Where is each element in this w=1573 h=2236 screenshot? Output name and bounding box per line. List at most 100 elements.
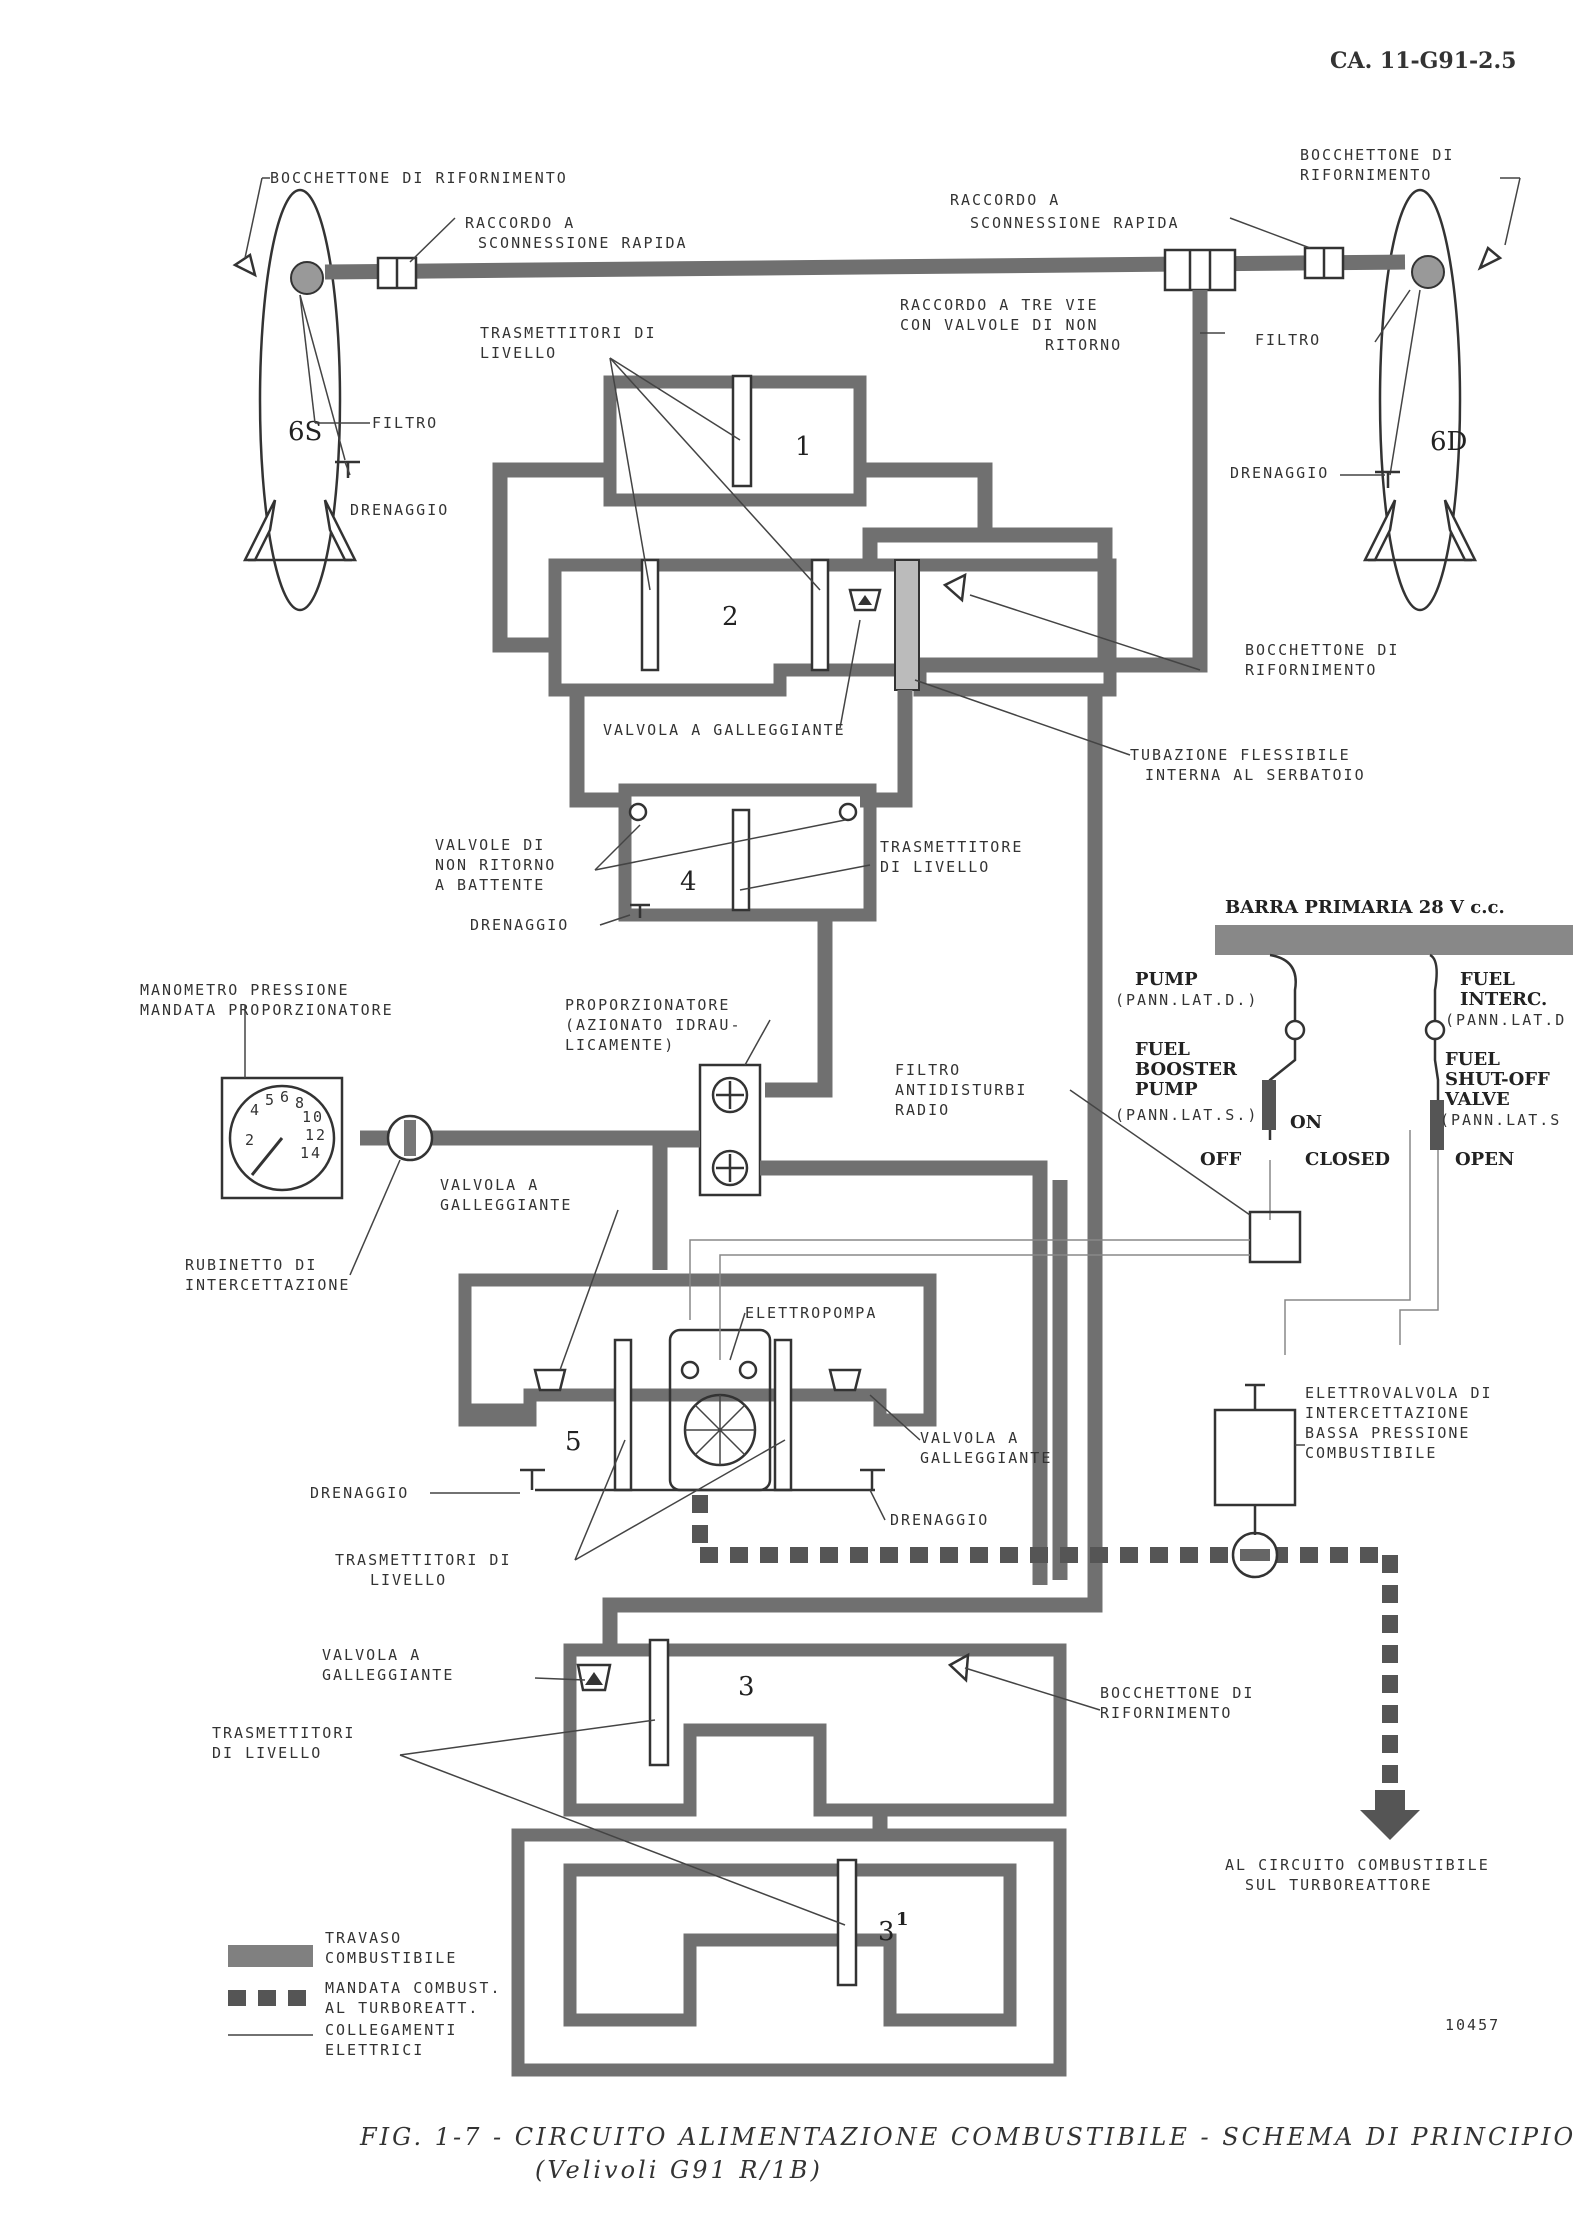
label-gauge-1: MANOMETRO PRESSIONE [140, 981, 350, 999]
label-three-way-3: RITORNO [1045, 336, 1122, 354]
label-shutoff-4: (PANN.LAT.S [1440, 1111, 1561, 1129]
booster-pump-switch[interactable] [1262, 1080, 1276, 1130]
drawing-number: 10457 [1445, 2016, 1500, 2034]
label-transmitters-t3-1: TRASMETTITORI [212, 1724, 355, 1742]
label-check-valves-2: NON RITORNO [435, 856, 556, 874]
three-way-fitting-icon [1163, 248, 1237, 292]
tank-3-label: 3 [738, 1672, 755, 1702]
leader-lines [244, 177, 1521, 1926]
figure-subcaption: (Velivoli G91 R/1B) [535, 2156, 823, 2184]
document-reference: CA. 11-G91-2.5 [1330, 48, 1516, 74]
label-shutoff-cock-1: RUBINETTO DI [185, 1256, 317, 1274]
proportioner [698, 1063, 762, 1197]
label-transmitter-t4-1: TRASMETTITORE [880, 838, 1023, 856]
label-off: OFF [1200, 1149, 1241, 1170]
label-closed: CLOSED [1305, 1149, 1390, 1170]
legend-transfer-1: TRAVASO [325, 1929, 402, 1947]
label-solenoid-3: BASSA PRESSIONE [1305, 1424, 1470, 1442]
radio-filter-box [1248, 1210, 1302, 1264]
label-float-valve-t2: VALVOLA A GALLEGGIANTE [603, 721, 846, 739]
interc-breaker-icon [1424, 1019, 1446, 1041]
label-filler-right-1: BOCCHETTONE DI [1300, 146, 1454, 164]
label-booster-2: BOOSTER [1135, 1059, 1238, 1080]
gauge-tick-6: 6 [280, 1088, 291, 1106]
label-check-valves-3: A BATTENTE [435, 876, 545, 894]
label-filler-left: BOCCHETTONE DI RIFORNIMENTO [270, 169, 568, 187]
tank-1: 1 [603, 374, 867, 507]
label-float-valve-t3-1: VALVOLA A [322, 1646, 421, 1664]
label-qd-right-2: SCONNESSIONE RAPIDA [970, 214, 1180, 232]
legend-delivery-1: MANDATA COMBUST. [325, 1979, 502, 1997]
shutoff-valve-switch[interactable] [1430, 1100, 1444, 1150]
legend: TRAVASO COMBUSTIBILE MANDATA COMBUST. AL… [228, 1929, 502, 2059]
label-float-valve-t5-left-1: VALVOLA A [440, 1176, 539, 1194]
figure-caption: FIG. 1-7 - CIRCUITO ALIMENTAZIONE COMBUS… [359, 2123, 1573, 2151]
label-proportioner-3: LICAMENTE) [565, 1036, 675, 1054]
tank-2-filler-cap-icon [942, 572, 967, 603]
gauge-tick-5: 5 [265, 1091, 276, 1109]
electrical-labels: PUMP (PANN.LAT.D.) FUEL INTERC. (PANN.LA… [1115, 969, 1564, 1170]
gauge-tick-2: 2 [245, 1131, 256, 1149]
label-hose-2: INTERNA AL SERBATOIO [1145, 766, 1366, 784]
label-transmitters-t5-1: TRASMETTITORI DI [335, 1551, 512, 1569]
shutoff-cock [386, 1114, 434, 1162]
label-proportioner-1: PROPORZIONATORE [565, 996, 730, 1014]
label-radio-filter-1: FILTRO [895, 1061, 961, 1079]
label-filler-t3-2: RIFORNIMENTO [1100, 1704, 1232, 1722]
label-filler-t3-1: BOCCHETTONE DI [1100, 1684, 1254, 1702]
right-filter-icon [1411, 255, 1445, 289]
label-transmitters-top-1: TRASMETTITORI DI [480, 324, 657, 342]
label-drain-left: DRENAGGIO [350, 501, 449, 519]
solenoid-valve-box [1213, 1408, 1297, 1507]
tank-4-drain-icon [630, 903, 650, 918]
legend-electrical-1: COLLEGAMENTI [325, 2021, 457, 2039]
label-float-valve-t5-right-1: VALVOLA A [920, 1429, 1019, 1447]
label-pump-1: PUMP [1135, 969, 1198, 990]
tank-1-label: 1 [795, 432, 812, 462]
tank-5-right-float-valve-icon [828, 1368, 862, 1392]
gauge-tick-4: 4 [250, 1101, 261, 1119]
label-interc-2: INTERC. [1460, 989, 1547, 1010]
label-pump-2: (PANN.LAT.D.) [1115, 991, 1258, 1009]
label-transmitter-t4-2: DI LIVELLO [880, 858, 990, 876]
legend-transfer-2: COMBUSTIBILE [325, 1949, 457, 1967]
label-to-engine-1: AL CIRCUITO COMBUSTIBILE [1225, 1856, 1490, 1874]
label-solenoid-2: INTERCETTAZIONE [1305, 1404, 1470, 1422]
label-radio-filter-2: ANTIDISTURBI [895, 1081, 1027, 1099]
label-shutoff-3: VALVE [1444, 1089, 1510, 1110]
pressure-gauge: 2 4 5 6 8 10 12 14 [220, 1076, 344, 1200]
label-filter-left: FILTRO [372, 414, 438, 432]
tank-4-check-valve-right-icon [838, 802, 858, 822]
label-qd-left-2: SCONNESSIONE RAPIDA [478, 234, 688, 252]
label-filler-t2-2: RIFORNIMENTO [1245, 661, 1377, 679]
tank-3-prime-label: 3 [878, 1917, 895, 1947]
label-drain-t4: DRENAGGIO [470, 916, 569, 934]
tank-6s-label: 6S [288, 417, 322, 447]
label-qd-right-1: RACCORDO A [950, 191, 1060, 209]
label-on: ON [1290, 1112, 1322, 1133]
gauge-tick-8: 8 [295, 1094, 306, 1112]
legend-electrical-2: ELETTRICI [325, 2041, 424, 2059]
tank-5: 5 [458, 1273, 937, 1492]
label-filler-t2-1: BOCCHETTONE DI [1245, 641, 1399, 659]
tank-5-left-float-valve-icon [533, 1368, 567, 1392]
label-float-valve-t3-2: GALLEGGIANTE [322, 1666, 454, 1684]
tank-5-right-drain-icon [860, 1468, 885, 1490]
right-drain-icon [1375, 470, 1400, 488]
label-float-valve-t5-right-2: GALLEGGIANTE [920, 1449, 1052, 1467]
label-shutoff-1: FUEL [1445, 1049, 1500, 1070]
label-drain-t5-right: DRENAGGIO [890, 1511, 989, 1529]
label-check-valves-1: VALVOLE DI [435, 836, 545, 854]
label-drain-t5-left: DRENAGGIO [310, 1484, 409, 1502]
label-three-way-2: CON VALVOLE DI NON [900, 316, 1099, 334]
label-drain-right: DRENAGGIO [1230, 464, 1329, 482]
label-filter-right: FILTRO [1255, 331, 1321, 349]
tank-5-label: 5 [565, 1427, 582, 1457]
right-filler-cap-icon [1477, 245, 1503, 271]
tank-3-filler-cap-icon [947, 1652, 970, 1683]
tank-2-label: 2 [722, 602, 739, 632]
low-pressure-shutoff-valve-symbol [1231, 1531, 1279, 1579]
tank-3: 3 [563, 1638, 1067, 1817]
gauge-tick-12: 12 [305, 1126, 327, 1144]
label-radio-filter-3: RADIO [895, 1101, 950, 1119]
